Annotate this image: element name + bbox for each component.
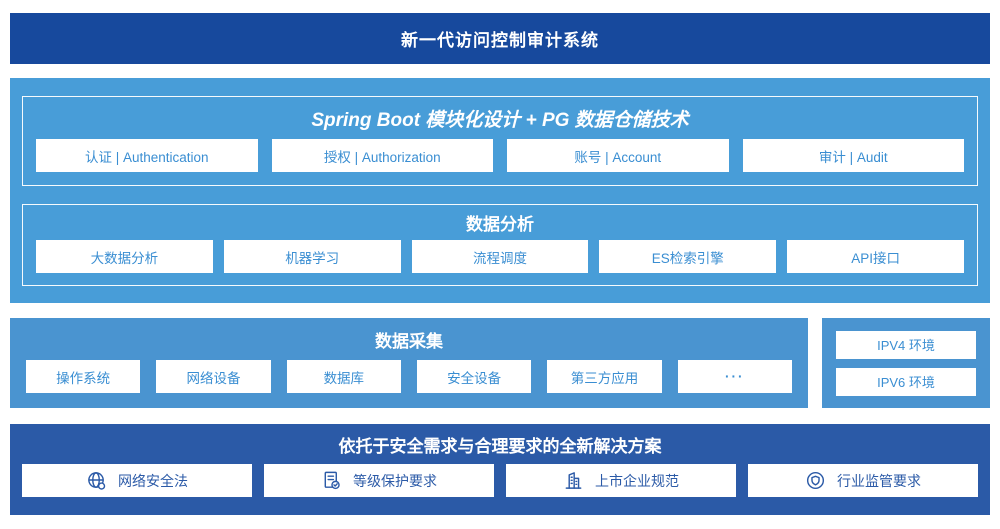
solution-label: 行业监管要求: [837, 472, 921, 489]
modules-panel: Spring Boot 模块化设计 + PG 数据仓储技术 认证 | Authe…: [22, 96, 978, 186]
source-box-more: ···: [677, 360, 792, 393]
analysis-panel: 数据分析 大数据分析 机器学习 流程调度 ES检索引擎 API接口: [22, 204, 978, 286]
solution-box-listed-company: 上市企业规范: [506, 464, 736, 497]
solution-label: 等级保护要求: [353, 472, 437, 489]
collection-sources-row: 操作系统 网络设备 数据库 安全设备 第三方应用 ···: [10, 360, 808, 408]
analysis-box-es: ES检索引擎: [599, 240, 777, 273]
env-box-ipv4: IPV4 环境: [836, 330, 976, 359]
source-box-network: 网络设备: [156, 360, 271, 393]
module-box-audit: 审计 | Audit: [742, 139, 964, 172]
analysis-row: 大数据分析 机器学习 流程调度 ES检索引擎 API接口: [23, 240, 977, 285]
module-box-account: 账号 | Account: [507, 139, 729, 172]
page-title-banner: 新一代访问控制审计系统: [10, 13, 990, 64]
modules-row: 认证 | Authentication 授权 | Authorization 账…: [23, 139, 977, 185]
source-box-security: 安全设备: [416, 360, 532, 393]
collection-row: 数据采集 操作系统 网络设备 数据库 安全设备 第三方应用 ··· IPV4 环…: [10, 318, 990, 408]
document-check-icon: [321, 470, 342, 491]
page-title: 新一代访问控制审计系统: [401, 31, 599, 50]
module-box-authentication: 认证 | Authentication: [36, 139, 258, 172]
analysis-title: 数据分析: [466, 215, 534, 234]
solution-label: 上市企业规范: [595, 472, 679, 489]
source-box-thirdparty: 第三方应用: [547, 360, 662, 393]
solution-row: 网络安全法 等级保护要求: [10, 464, 990, 515]
analysis-box-api: API接口: [787, 240, 964, 273]
modules-title: Spring Boot 模块化设计 + PG 数据仓储技术: [311, 109, 689, 131]
collection-panel: 数据采集 操作系统 网络设备 数据库 安全设备 第三方应用 ···: [10, 318, 808, 408]
solution-title: 依托于安全需求与合理要求的全新解决方案: [338, 436, 662, 456]
environments-panel: IPV4 环境 IPV6 环境: [822, 318, 990, 408]
globe-icon: [86, 470, 107, 491]
source-box-os: 操作系统: [26, 360, 141, 393]
shield-circle-icon: [805, 470, 826, 491]
source-box-database: 数据库: [286, 360, 401, 393]
building-icon: [563, 470, 584, 491]
solution-section: 依托于安全需求与合理要求的全新解决方案 网络安全法: [10, 424, 990, 515]
analysis-box-ml: 机器学习: [223, 240, 401, 273]
analysis-box-bigdata: 大数据分析: [36, 240, 213, 273]
collection-title: 数据采集: [375, 331, 443, 351]
analysis-box-workflow: 流程调度: [411, 240, 589, 273]
solution-label: 网络安全法: [118, 472, 188, 489]
platform-section: Spring Boot 模块化设计 + PG 数据仓储技术 认证 | Authe…: [10, 78, 990, 303]
solution-box-classified-protection: 等级保护要求: [264, 464, 494, 497]
solution-box-cybersecurity-law: 网络安全法: [22, 464, 252, 497]
module-box-authorization: 授权 | Authorization: [271, 139, 493, 172]
solution-box-industry-regulation: 行业监管要求: [748, 464, 978, 497]
env-box-ipv6: IPV6 环境: [836, 367, 976, 396]
